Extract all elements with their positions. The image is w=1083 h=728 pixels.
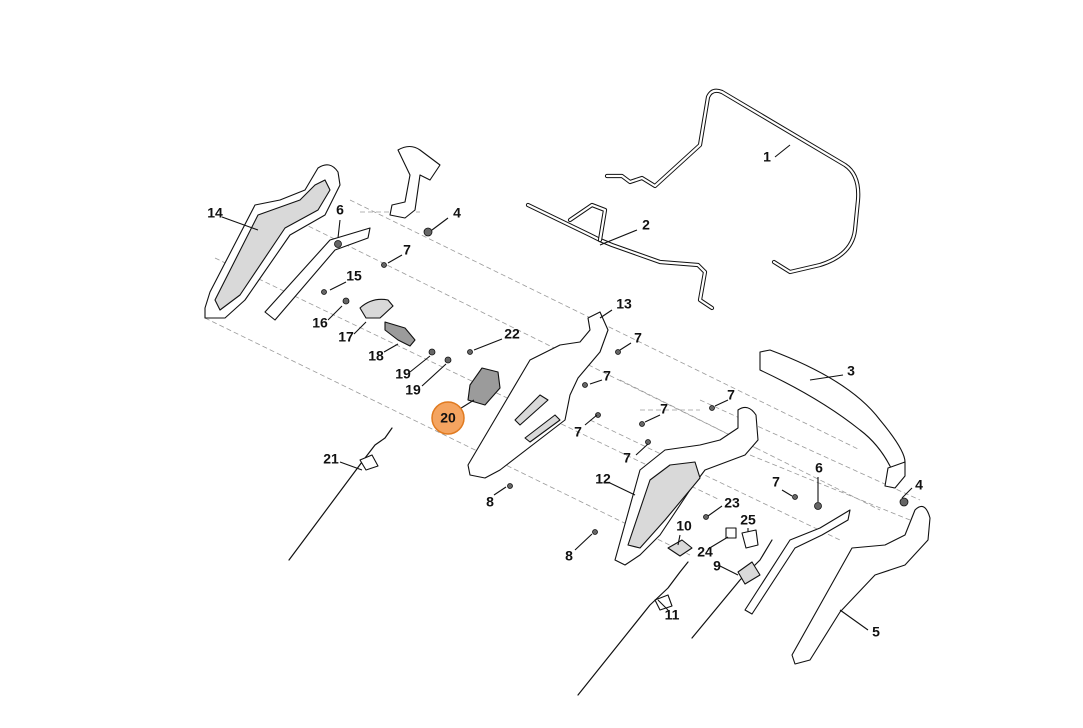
callout-25[interactable]: 25 [740,512,756,528]
right-lower-bracket-part [744,509,851,615]
right-handle-assembly-part [614,406,759,566]
upper-left-clamp-part [389,145,441,219]
callout-7[interactable]: 7 [574,424,582,440]
callout-6[interactable]: 6 [336,202,344,218]
callout-16[interactable]: 16 [312,315,328,331]
callout-7[interactable]: 7 [634,330,642,346]
left-bracket-part [264,227,371,321]
callout-3[interactable]: 3 [847,363,855,379]
callout-labels: 1 2 3 4 4 5 6 6 7 7 7 7 7 7 7 7 8 8 9 10… [207,149,923,640]
callout-20[interactable]: 20 [440,410,456,426]
brake-cable-part [288,427,393,561]
callout-24[interactable]: 24 [697,544,713,560]
callout-11[interactable]: 11 [665,607,680,623]
callout-8[interactable]: 8 [565,548,573,564]
callout-2[interactable]: 2 [642,217,650,233]
callout-13[interactable]: 13 [616,296,632,312]
callout-7[interactable]: 7 [603,368,611,384]
upper-handle-bar-part [604,88,861,275]
callout-18[interactable]: 18 [368,348,384,364]
callout-4[interactable]: 4 [453,205,461,221]
drive-cable-part [577,561,689,696]
callout-17[interactable]: 17 [338,329,354,345]
callout-7[interactable]: 7 [660,401,668,417]
callout-8[interactable]: 8 [486,494,494,510]
center-cover-part [467,311,609,479]
cable-part-9 [691,539,773,639]
callout-7[interactable]: 7 [623,450,631,466]
callout-12[interactable]: 12 [595,471,611,487]
control-bail-part [525,202,715,311]
callout-7[interactable]: 7 [727,387,735,403]
callout-9[interactable]: 9 [713,558,721,574]
callout-22[interactable]: 22 [504,326,520,342]
highlight-circle [431,401,465,435]
left-handle-cover-part [204,164,341,319]
callout-14[interactable]: 14 [207,205,223,221]
callout-7[interactable]: 7 [403,242,411,258]
right-handle-cover-part [791,505,931,665]
callout-19[interactable]: 19 [405,382,421,398]
lower-handle-tube-part [759,349,906,489]
switch-block-part [467,367,501,406]
callout-1[interactable]: 1 [763,149,771,165]
callout-19[interactable]: 19 [395,366,411,382]
small-parts [667,527,759,557]
callout-21[interactable]: 21 [323,451,339,467]
callout-10[interactable]: 10 [676,518,692,534]
callout-23[interactable]: 23 [724,495,740,511]
callout-5[interactable]: 5 [872,624,880,640]
callout-4[interactable]: 4 [915,477,923,493]
knob-parts [359,298,416,347]
screws [321,227,909,535]
leader-lines [221,144,913,631]
callout-15[interactable]: 15 [346,268,362,284]
callout-6[interactable]: 6 [815,460,823,476]
callout-7[interactable]: 7 [772,474,780,490]
